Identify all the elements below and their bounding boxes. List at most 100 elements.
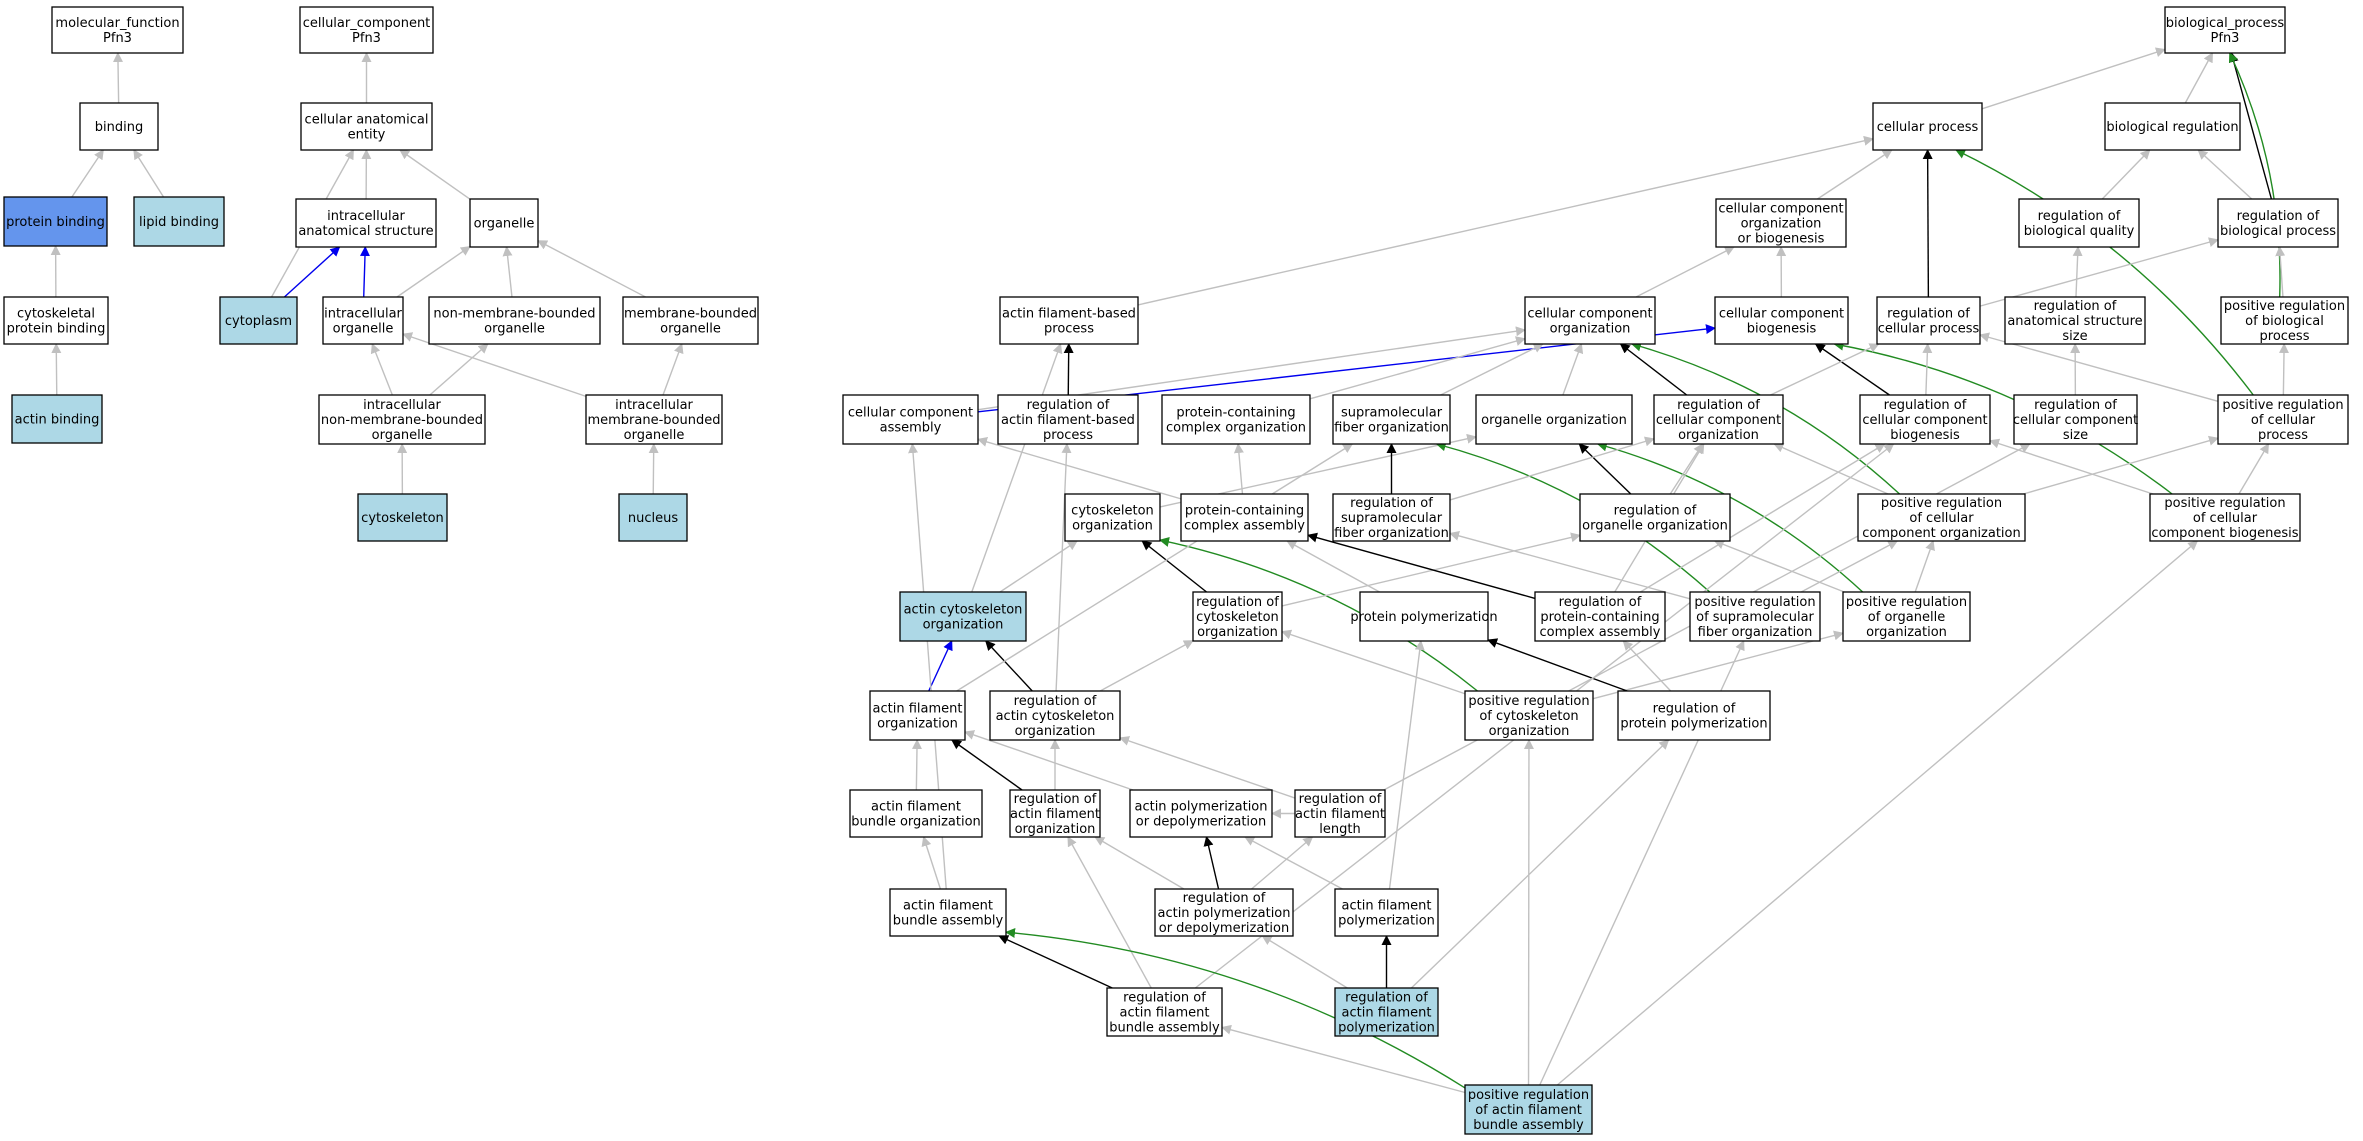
node-label-line: intracellular xyxy=(615,398,693,413)
edge-line xyxy=(928,640,953,692)
node-label-line: process xyxy=(1044,322,1094,337)
node-box xyxy=(357,493,448,542)
edge-imbo-to-mbo xyxy=(662,343,684,396)
edge-inmbo-to-io xyxy=(370,343,393,396)
edge-line xyxy=(429,343,489,396)
node-label-line: regulation of xyxy=(1196,595,1279,610)
node-cellular-process[interactable]: cellular process xyxy=(1872,102,1983,151)
node-label-line: cytoplasm xyxy=(225,314,292,329)
edge-line xyxy=(2197,149,2253,200)
node-box xyxy=(1464,690,1594,741)
edge-pos_reg_oo-to-org_org xyxy=(1596,441,1864,593)
node-label-line: organelle xyxy=(333,322,394,337)
node-label-line: process xyxy=(1043,428,1093,443)
node-nucleus[interactable]: nucleus xyxy=(618,493,688,542)
node-box xyxy=(1192,591,1283,642)
node-label-line: positive regulation xyxy=(1694,595,1815,610)
node-label-line: organization xyxy=(1015,822,1096,837)
node-box xyxy=(1617,690,1771,741)
node-label-line: biogenesis xyxy=(1747,322,1817,337)
node-binding[interactable]: binding xyxy=(79,102,159,151)
node-actin-binding[interactable]: actin binding xyxy=(11,394,103,444)
edge-line xyxy=(359,246,370,298)
edge-afp-to-apd xyxy=(1244,836,1343,890)
node-label-line: component biogenesis xyxy=(2151,526,2298,541)
edge-line xyxy=(1244,836,1343,890)
edge-line xyxy=(1141,540,1208,593)
node-label-line: organelle organization xyxy=(1582,519,1728,534)
edge-pos_reg_afba-to-afba xyxy=(1005,928,1466,1089)
edge-reg_afo-to-afo xyxy=(951,739,1023,791)
edge-line xyxy=(537,240,646,298)
edge-line xyxy=(985,640,1033,692)
node-organelle[interactable]: organelle xyxy=(469,198,539,248)
edge-line xyxy=(956,443,1354,692)
node-bio-reg[interactable]: biological regulation xyxy=(2104,102,2241,151)
node-cytoskeleton[interactable]: cytoskeleton xyxy=(357,493,448,542)
node-label-line: protein-containing xyxy=(1540,610,1659,625)
node-inmbo[interactable]: intracellularnon-membrane-boundedorganel… xyxy=(318,394,486,445)
node-box xyxy=(899,591,1027,642)
edge-pos_reg_bp-to-bp xyxy=(2228,52,2281,298)
node-label-line: intracellular xyxy=(363,398,441,413)
node-org-org[interactable]: organelle organization xyxy=(1475,394,1633,445)
node-box xyxy=(2217,198,2339,248)
node-cytoplasm[interactable]: cytoplasm xyxy=(219,296,298,345)
node-lipid-binding[interactable]: lipid binding xyxy=(133,196,225,247)
node-protein-binding[interactable]: protein binding xyxy=(3,196,108,247)
node-pp[interactable]: protein polymerization xyxy=(1350,591,1498,642)
